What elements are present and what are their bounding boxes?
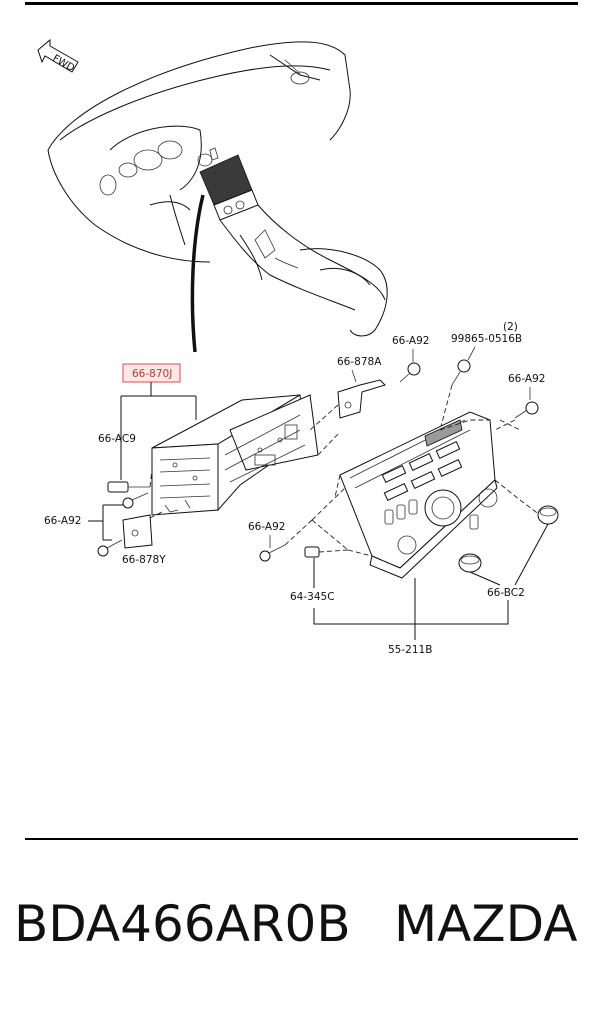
knob-right-bottom: [458, 553, 482, 573]
bracket-878y: [122, 511, 163, 549]
label-bolt-qty: (2): [503, 321, 518, 333]
fwd-arrow: FWD: [37, 38, 79, 74]
footer: BDA466AR0B MAZDA: [0, 895, 600, 975]
receiver-unit: [151, 394, 319, 516]
label-66-a92-mid: 66-A92: [248, 521, 285, 533]
screw-right: [494, 401, 539, 431]
callout-main-label: 66-870J: [132, 368, 172, 380]
brand-name: MAZDA: [394, 895, 578, 953]
screw-left-lower: [97, 539, 123, 557]
control-panel: [339, 411, 498, 579]
label-66-878y: 66-878Y: [122, 554, 166, 566]
bracket-878a: [337, 379, 386, 419]
label-64-345c: 64-345C: [290, 591, 335, 603]
label-66-ac9: 66-AC9: [98, 433, 136, 445]
screw-left-upper: [122, 492, 149, 509]
top-rule: [25, 2, 578, 5]
label-66-878a: 66-878A: [337, 356, 382, 368]
knob-right-top: [537, 505, 559, 525]
parts-diagram: FWD 66-870J 66-AC9 66-A92: [37, 38, 559, 656]
label-99865-0516b: 99865-0516B: [451, 333, 522, 345]
bolt-99865: [439, 359, 471, 431]
pointer-arrow: [190, 194, 205, 353]
screw-top: [399, 362, 421, 383]
bottom-rule: [25, 838, 578, 840]
label-66-a92-right: 66-A92: [508, 373, 545, 385]
part-number: BDA466AR0B: [14, 895, 351, 953]
label-55-211b: 55-211B: [388, 644, 432, 656]
label-66-a92-left: 66-A92: [44, 515, 81, 527]
screw-mid: [259, 519, 313, 562]
dashboard-overview: [47, 41, 388, 337]
label-66-bc2: 66-BC2: [487, 587, 525, 599]
clip-345c: [304, 546, 349, 558]
label-66-a92-top: 66-A92: [392, 335, 429, 347]
fastener-ac9: [107, 469, 153, 493]
